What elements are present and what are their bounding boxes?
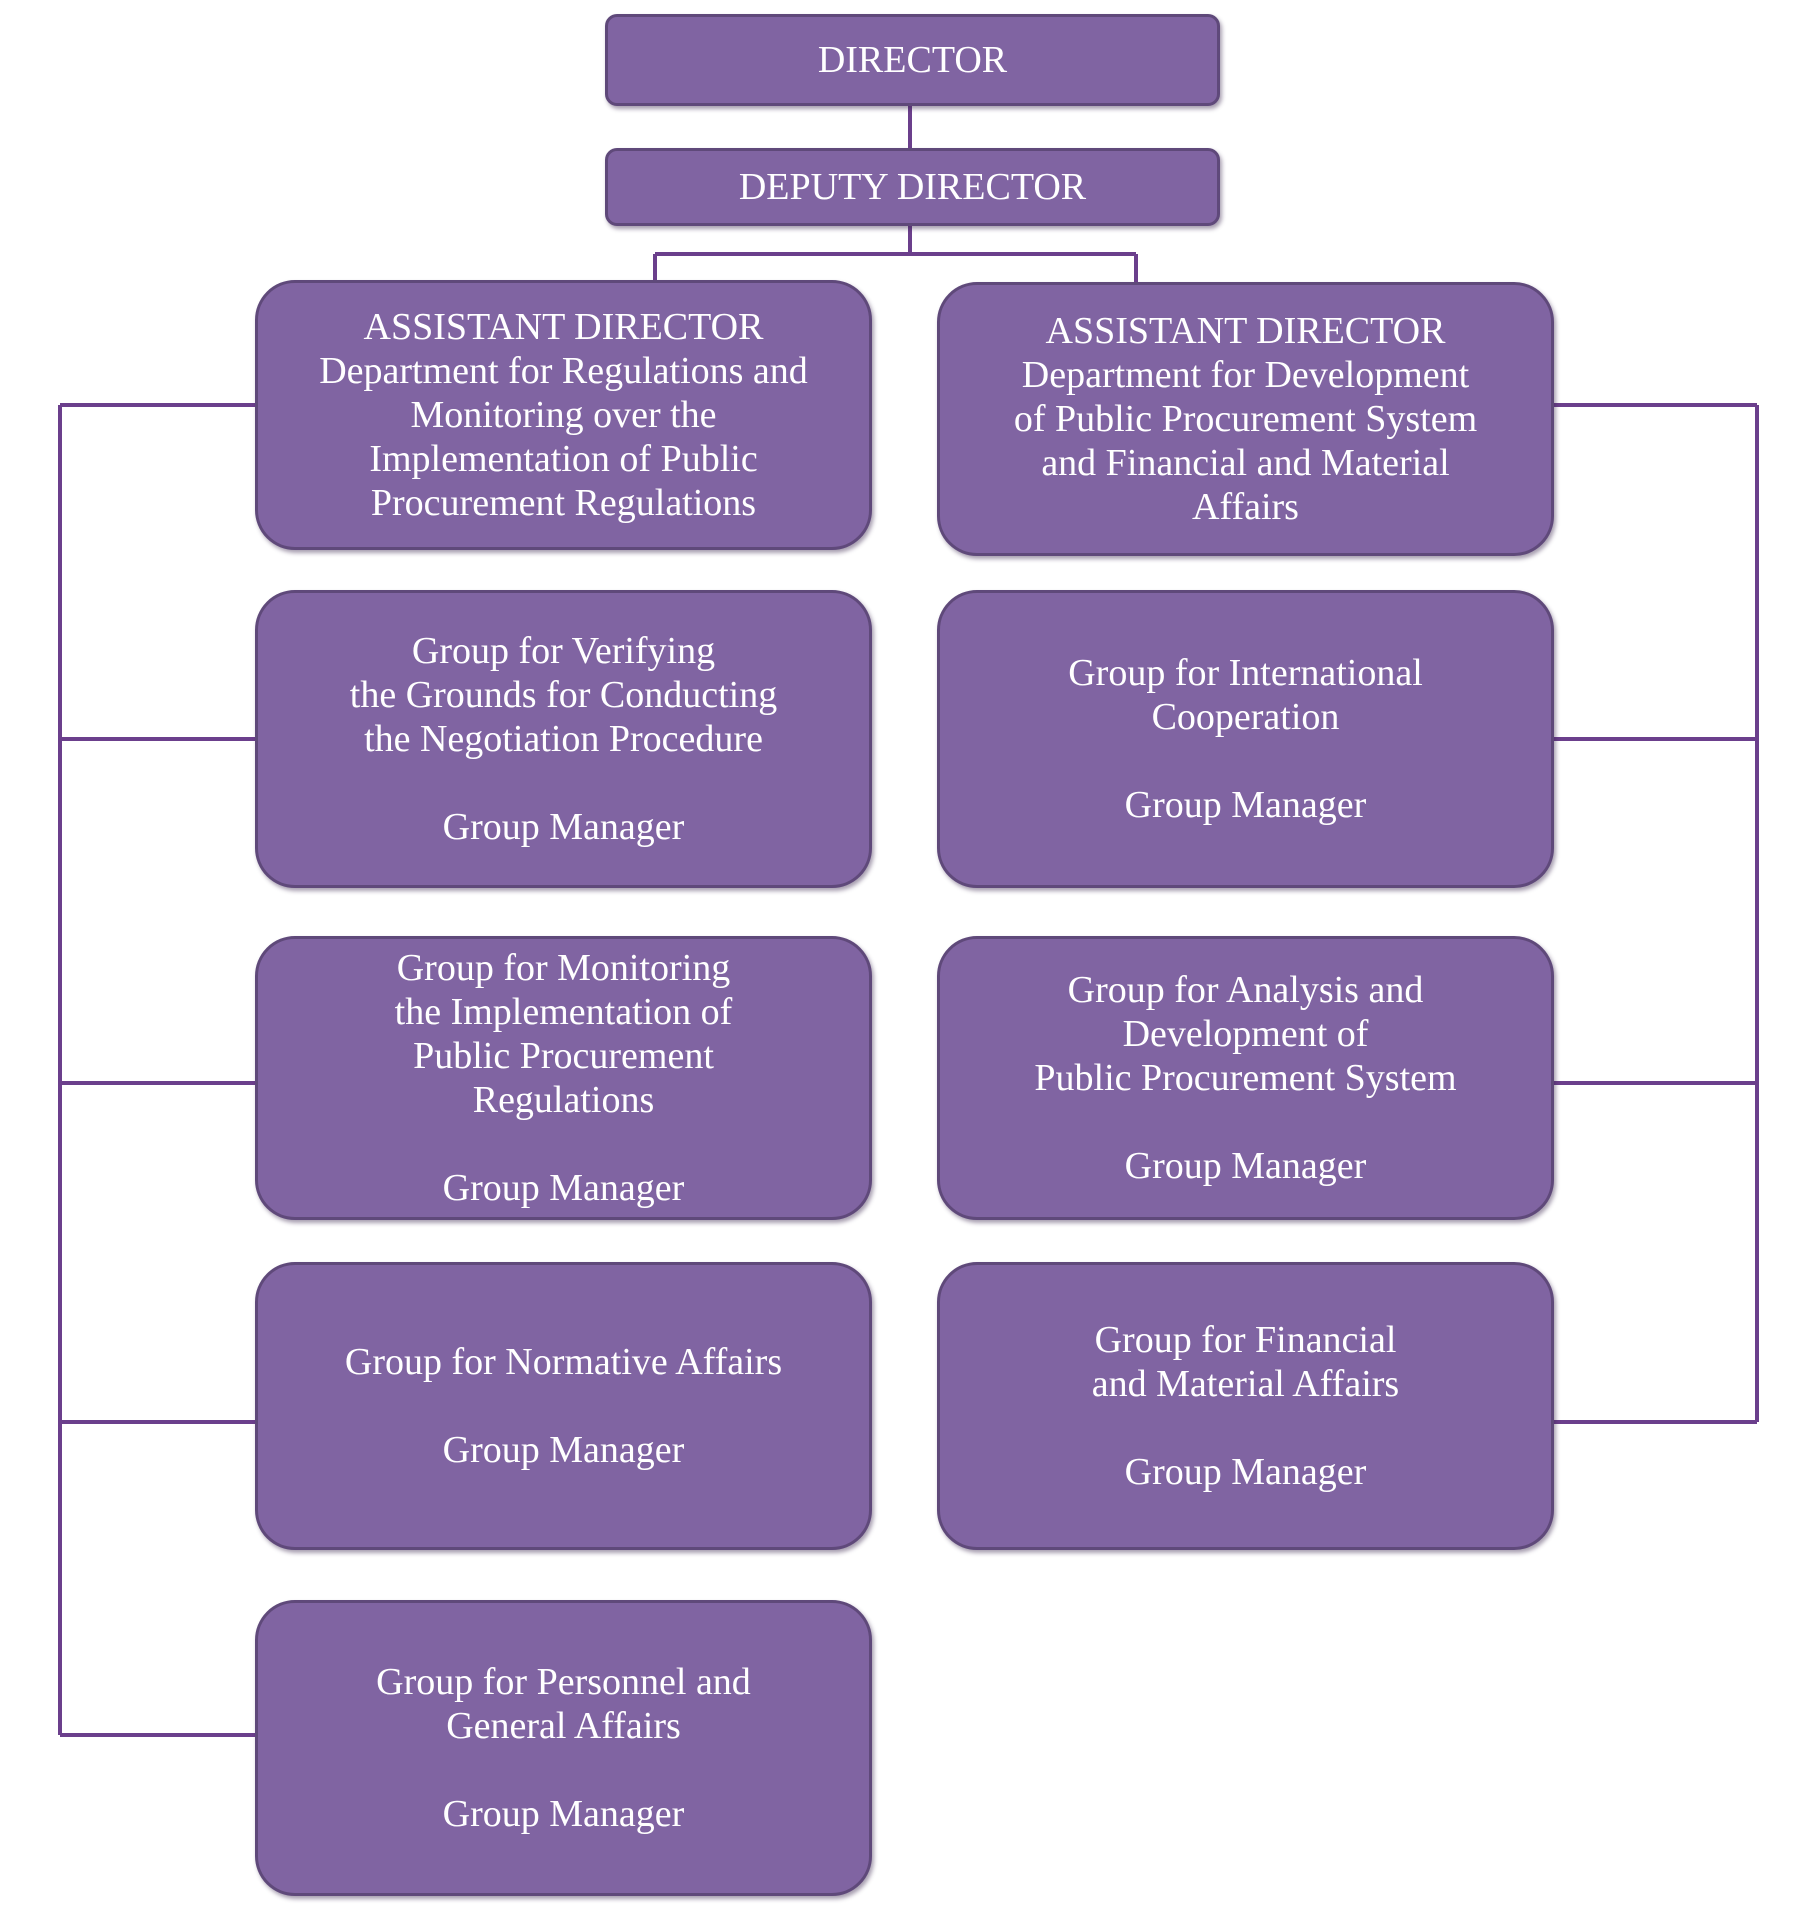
right-head-line: Affairs: [1192, 486, 1299, 528]
group-manager-label: Group Manager: [1124, 784, 1367, 826]
group-monitoring-box: Group for Monitoring the Implementation …: [255, 936, 872, 1220]
group-name-line: General Affairs: [446, 1705, 681, 1747]
group-analysis-box: Group for Analysis and Development of Pu…: [937, 936, 1554, 1220]
group-name-line: Group for Analysis and: [1067, 969, 1424, 1011]
group-name-line: the Implementation of: [394, 991, 733, 1033]
left-head-title: ASSISTANT DIRECTOR: [363, 306, 764, 348]
group-financial-box: Group for Financial and Material Affairs…: [937, 1262, 1554, 1550]
group-name-line: Cooperation: [1151, 696, 1340, 738]
director-box: DIRECTOR: [605, 14, 1220, 106]
group-name-line: Regulations: [472, 1079, 655, 1121]
group-manager-label: Group Manager: [1124, 1145, 1367, 1187]
left-head-line: Monitoring over the: [410, 394, 717, 436]
group-international-box: Group for International Cooperation Grou…: [937, 590, 1554, 888]
group-name-line: Group for Monitoring: [396, 947, 731, 989]
right-head-title: ASSISTANT DIRECTOR: [1045, 310, 1446, 352]
group-name-line: Group for Normative Affairs: [344, 1341, 783, 1383]
left-head-line: Department for Regulations and: [319, 350, 808, 392]
director-label: DIRECTOR: [817, 39, 1008, 81]
group-name-line: Public Procurement: [413, 1035, 714, 1077]
group-name-line: Public Procurement System: [1034, 1057, 1457, 1099]
right-assistant-director-box: ASSISTANT DIRECTOR Department for Develo…: [937, 282, 1554, 556]
group-name-line: Development of: [1122, 1013, 1369, 1055]
group-manager-label: Group Manager: [442, 806, 685, 848]
right-head-line: Department for Development: [1021, 354, 1470, 396]
group-name-line: Group for Verifying: [411, 630, 716, 672]
right-head-line: of Public Procurement System: [1013, 398, 1478, 440]
group-name-line: Group for Financial: [1094, 1319, 1397, 1361]
left-head-line: Implementation of Public: [369, 438, 758, 480]
group-personnel-box: Group for Personnel and General Affairs …: [255, 1600, 872, 1896]
group-name-line: the Grounds for Conducting: [349, 674, 778, 716]
group-manager-label: Group Manager: [1124, 1451, 1367, 1493]
group-manager-label: Group Manager: [442, 1429, 685, 1471]
group-name-line: the Negotiation Procedure: [364, 718, 763, 760]
left-assistant-director-box: ASSISTANT DIRECTOR Department for Regula…: [255, 280, 872, 550]
deputy-director-label: DEPUTY DIRECTOR: [738, 166, 1087, 208]
group-manager-label: Group Manager: [442, 1167, 685, 1209]
right-head-line: and Financial and Material: [1041, 442, 1450, 484]
left-head-line: Procurement Regulations: [370, 482, 757, 524]
group-verifying-box: Group for Verifying the Grounds for Cond…: [255, 590, 872, 888]
group-name-line: and Material Affairs: [1091, 1363, 1400, 1405]
group-name-line: Group for Personnel and: [376, 1661, 751, 1703]
group-name-line: Group for International: [1068, 652, 1423, 694]
deputy-director-box: DEPUTY DIRECTOR: [605, 148, 1220, 226]
group-normative-box: Group for Normative Affairs Group Manage…: [255, 1262, 872, 1550]
group-manager-label: Group Manager: [442, 1793, 685, 1835]
